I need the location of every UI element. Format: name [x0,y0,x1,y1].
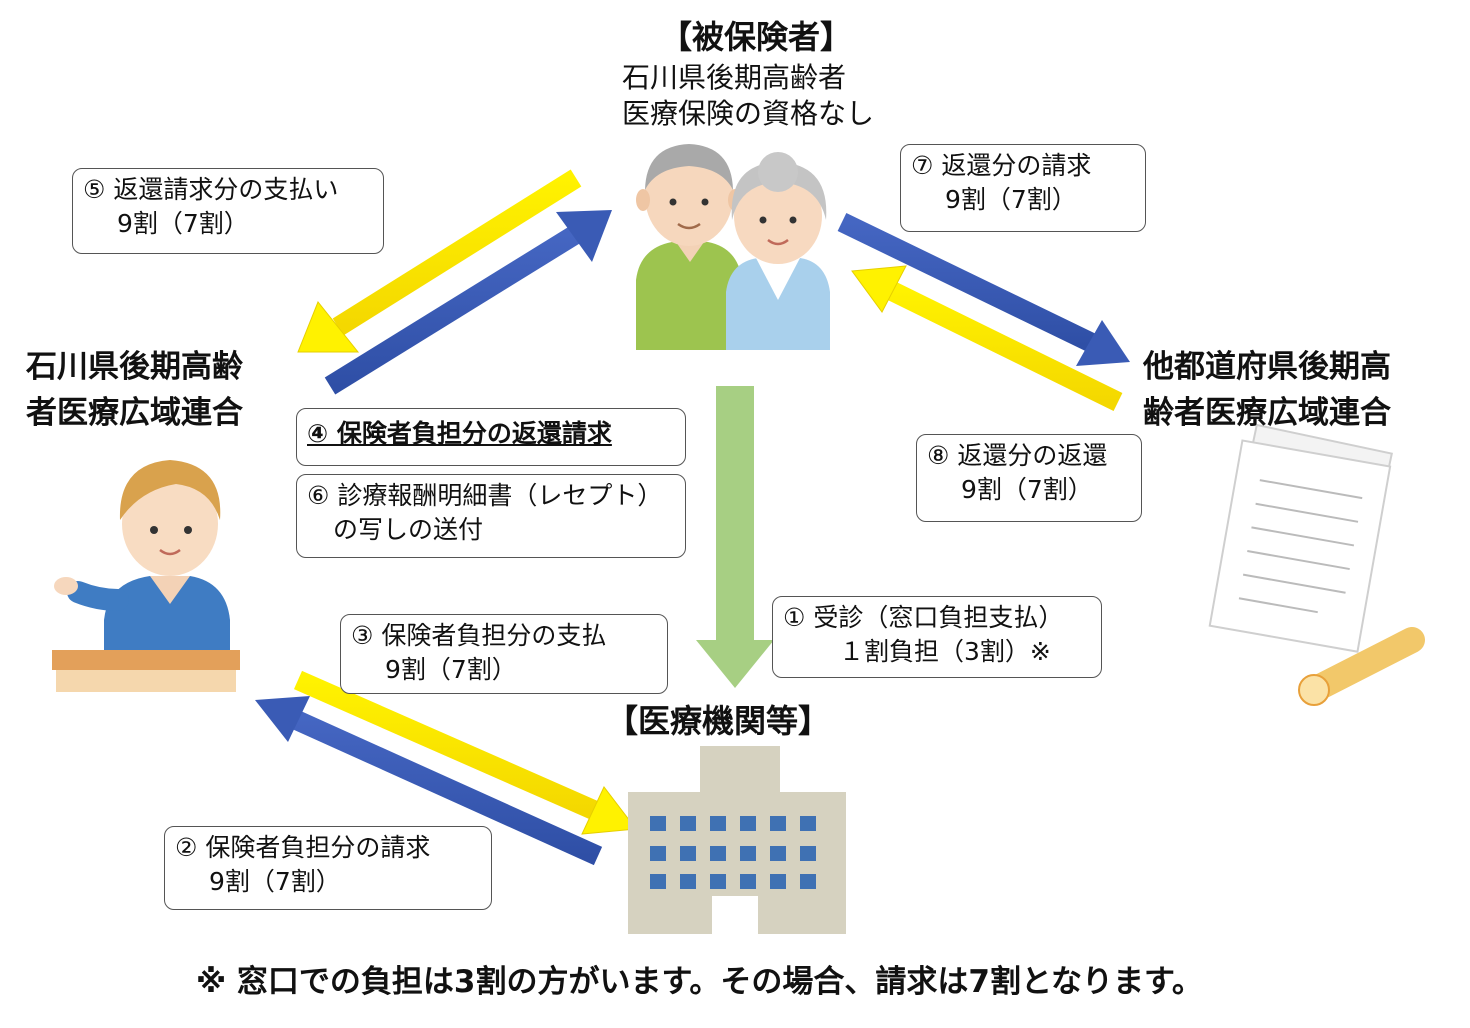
hospital-building-illustration [628,746,846,934]
ishikawa-union-line2: 者医療広域連合 [26,395,243,431]
arrow-2-blue-to-ishikawa [255,696,603,866]
step-1-box: ① 受診（窓口負担支払） １割負担（3割）※ [772,596,1102,678]
step-8-line1: ⑧ 返還分の返還 [927,441,1108,470]
step-8-line2: 9割（7割） [961,475,1093,504]
insured-line2: 医療保険の資格なし [622,97,875,130]
step-1-line2: １割負担（3割）※ [839,637,1051,666]
other-union-line2: 齢者医療広域連合 [1143,395,1391,431]
seal-stamp-icon [1298,627,1425,706]
step-7-line1: ⑦ 返還分の請求 [911,151,1092,180]
arrow-4-blue-to-insured [324,210,612,395]
step-2-box: ② 保険者負担分の請求 9割（7割） [164,826,492,910]
arrow-7-blue-to-other [837,212,1130,366]
step-2-line1: ② 保険者負担分の請求 [175,833,431,862]
footnote: ※ 窓口での負担は3割の方がいます。その場合、請求は7割となります。 [196,964,1203,1000]
step-8-box: ⑧ 返還分の返還 9割（7割） [916,434,1142,522]
step-6-line2: の写しの送付 [333,515,484,544]
step-2-line2: 9割（7割） [209,867,341,896]
medical-institution-title: 【医療機関等】 [606,702,831,740]
arrow-8-yellow-to-insured [851,265,1123,411]
step-4-box: ④ 保険者負担分の返還請求 [296,408,686,466]
insured-line1: 石川県後期高齢者 [622,61,847,94]
arrow-5-yellow-to-ishikawa [297,169,582,353]
step-3-line1: ③ 保険者負担分の支払 [351,621,607,650]
step-1-line1: ① 受診（窓口負担支払） [783,603,1064,632]
staff-illustration [52,460,240,692]
ishikawa-union-line1: 石川県後期高齢 [26,349,243,385]
step-7-line2: 9割（7割） [945,185,1077,214]
step-3-box: ③ 保険者負担分の支払 9割（7割） [340,614,668,694]
step-7-box: ⑦ 返還分の請求 9割（7割） [900,144,1146,232]
step-4-line1: ④ 保険者負担分の返還請求 [307,419,612,448]
step-3-line2: 9割（7割） [385,655,517,684]
arrow-1-green-down [696,386,774,688]
arrow-3-yellow-to-hospital [293,670,637,835]
step-5-box: ⑤ 返還請求分の支払い 9割（7割） [72,168,384,254]
other-union-line1: 他都道府県後期高 [1143,349,1391,385]
step-5-line1: ⑤ 返還請求分の支払い [83,175,339,204]
documents-illustration [1208,423,1425,706]
step-5-line2: 9割（7割） [117,209,249,238]
insured-title: 【被保険者】 [660,18,853,56]
step-6-line1: ⑥ 診療報酬明細書（レセプト） [307,481,663,510]
step-6-box: ⑥ 診療報酬明細書（レセプト） の写しの送付 [296,474,686,558]
elderly-couple-illustration [636,144,830,350]
